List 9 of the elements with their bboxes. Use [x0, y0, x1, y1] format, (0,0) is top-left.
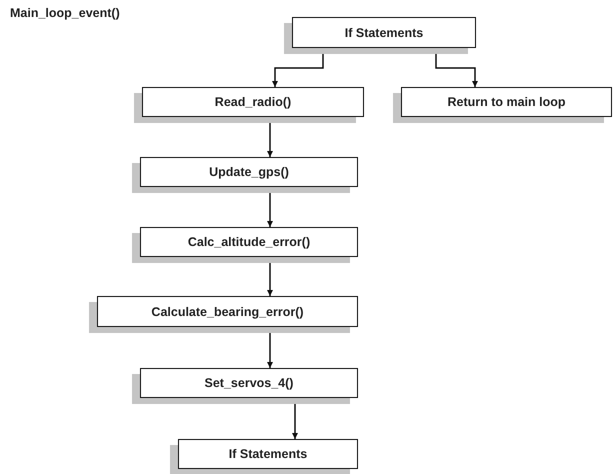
box-label: If Statements: [344, 26, 424, 40]
box-label: Set_servos_4(): [204, 376, 294, 390]
box-label: If Statements: [228, 447, 308, 461]
box-label: Return to main loop: [447, 95, 566, 109]
diagram-title: Main_loop_event(): [10, 6, 120, 20]
box-label: Update_gps(): [209, 165, 289, 179]
box-label: Calc_altitude_error(): [188, 235, 310, 249]
box-label: Calculate_bearing_error(): [151, 304, 304, 318]
box-label: Read_radio(): [214, 95, 292, 109]
